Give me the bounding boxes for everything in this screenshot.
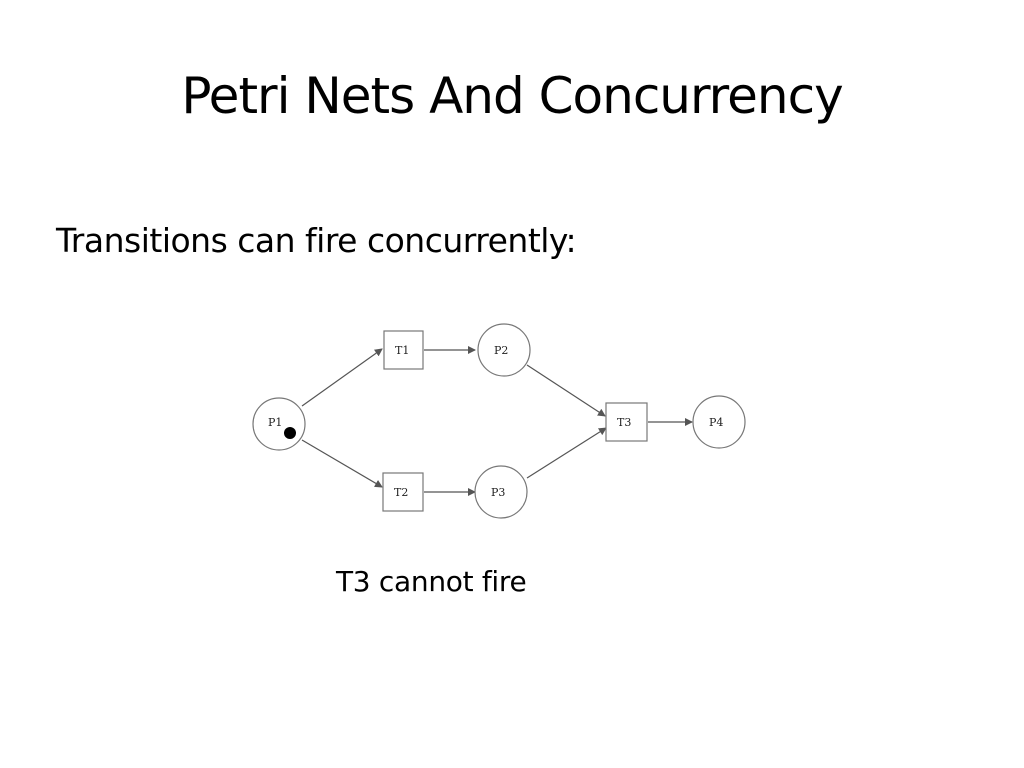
arc-p2-t3 [526, 364, 606, 417]
place-p3-label: P3 [491, 486, 505, 499]
place-p3: P3 [474, 465, 528, 519]
arcs-group [301, 346, 693, 496]
place-p4: P4 [692, 395, 746, 449]
place-p1: P1 [252, 397, 306, 451]
slide-bullet-text: Transitions can fire concurrently: [56, 221, 577, 260]
place-p4-label: P4 [709, 416, 723, 429]
arc-p1-t1 [301, 348, 383, 407]
arc-p3-t3 [526, 427, 607, 479]
place-p2: P2 [477, 323, 531, 377]
transition-t3-label: T3 [617, 416, 631, 429]
transition-t1: T1 [383, 330, 424, 370]
slide-title: Petri Nets And Concurrency [181, 67, 843, 125]
arc-p1-t2 [301, 439, 383, 488]
token-dot [284, 427, 296, 439]
transition-t3: T3 [605, 402, 648, 442]
diagram-caption: T3 cannot fire [336, 565, 527, 598]
transition-t1-label: T1 [395, 344, 409, 357]
place-p2-label: P2 [494, 344, 508, 357]
place-p1-label: P1 [268, 416, 282, 429]
transition-t2-label: T2 [394, 486, 408, 499]
transition-t2: T2 [382, 472, 424, 512]
